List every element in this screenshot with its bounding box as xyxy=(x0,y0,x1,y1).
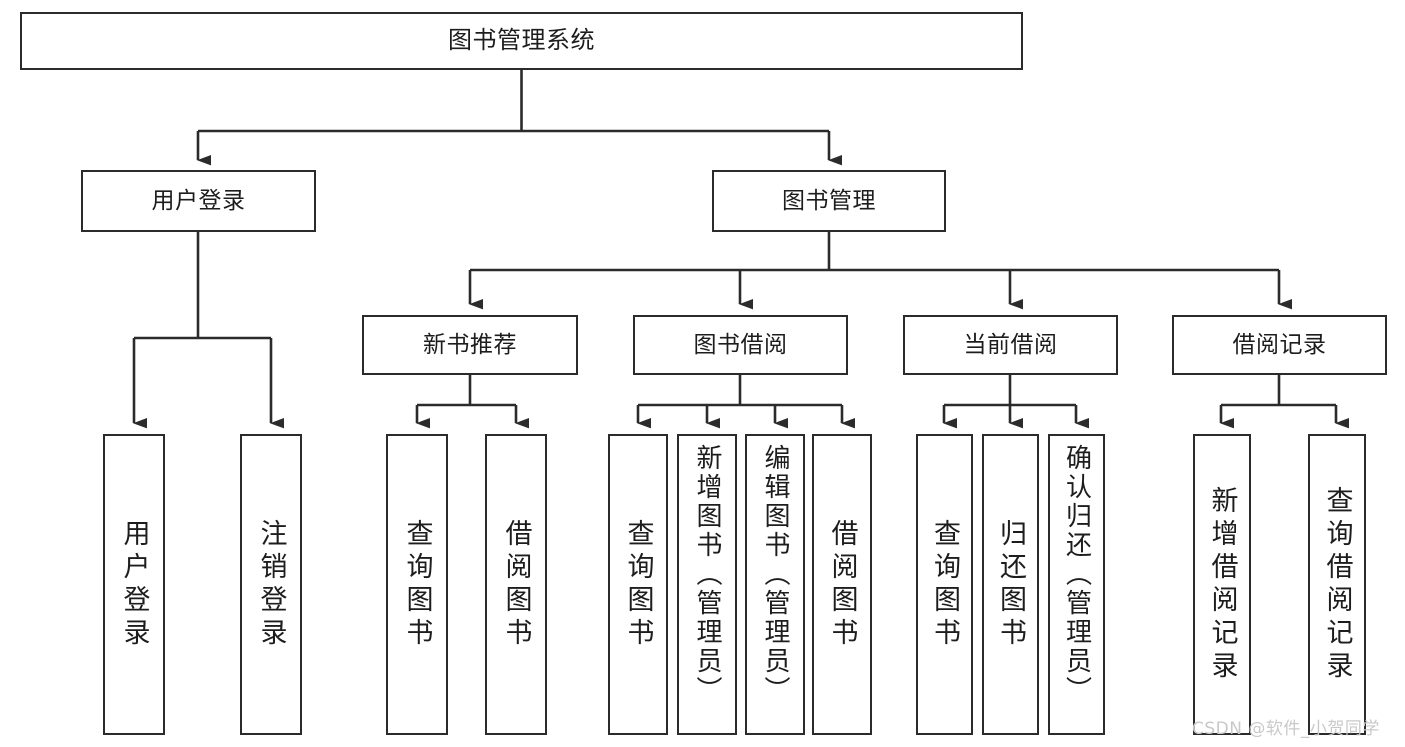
leaf-add-book-admin[interactable]: 新增图书（管理员） xyxy=(677,434,737,735)
leaf-borrow-book[interactable]: 借阅图书 xyxy=(812,434,872,735)
node-label: 新增图书（管理员） xyxy=(692,444,722,705)
node-label: 借阅图书 xyxy=(826,518,858,651)
leaf-add-borrow-record[interactable]: 新增借阅记录 xyxy=(1193,434,1251,735)
node-label: 图书管理 xyxy=(782,187,876,214)
node-label: 查询图书 xyxy=(401,518,433,651)
node-label: 归还图书 xyxy=(995,518,1026,651)
node-book-borrow[interactable]: 图书借阅 xyxy=(633,315,848,375)
node-label: 查询借阅记录 xyxy=(1321,485,1353,684)
node-label: 编辑图书（管理员） xyxy=(760,444,790,705)
leaf-edit-book-admin[interactable]: 编辑图书（管理员） xyxy=(745,434,805,735)
node-borrow-record[interactable]: 借阅记录 xyxy=(1172,315,1387,375)
node-label: 当前借阅 xyxy=(963,331,1058,358)
leaf-query-book-recommend[interactable]: 查询图书 xyxy=(386,434,448,735)
node-current-borrow[interactable]: 当前借阅 xyxy=(903,315,1118,375)
leaf-return-book[interactable]: 归还图书 xyxy=(982,434,1039,735)
node-new-book-recommend[interactable]: 新书推荐 xyxy=(362,315,578,375)
node-label: 图书借阅 xyxy=(693,331,788,358)
leaf-query-book-borrow[interactable]: 查询图书 xyxy=(608,434,668,735)
leaf-user-login[interactable]: 用户登录 xyxy=(103,434,165,735)
node-label: 用户登录 xyxy=(151,187,246,214)
node-label: 新增借阅记录 xyxy=(1206,485,1238,684)
leaf-borrow-book-recommend[interactable]: 借阅图书 xyxy=(485,434,547,735)
node-book-management[interactable]: 图书管理 xyxy=(712,170,946,232)
node-label: 用户登录 xyxy=(118,518,150,651)
node-label: 新书推荐 xyxy=(423,331,517,358)
leaf-confirm-return-admin[interactable]: 确认归还（管理员） xyxy=(1048,434,1105,735)
node-label: 注销登录 xyxy=(255,518,287,651)
node-label: 图书管理系统 xyxy=(448,26,595,55)
node-label: 查询图书 xyxy=(622,518,654,651)
node-label: 借阅记录 xyxy=(1232,331,1327,358)
node-label: 确认归还（管理员） xyxy=(1061,444,1092,705)
csdn-watermark: CSDN @软件_小贺同学 xyxy=(1192,719,1380,739)
node-label: 借阅图书 xyxy=(500,518,532,651)
leaf-logout[interactable]: 注销登录 xyxy=(240,434,302,735)
node-user-login[interactable]: 用户登录 xyxy=(81,170,316,232)
node-label: 查询图书 xyxy=(929,518,960,651)
leaf-query-borrow-record[interactable]: 查询借阅记录 xyxy=(1308,434,1366,735)
leaf-query-book-current[interactable]: 查询图书 xyxy=(916,434,973,735)
node-book-management-system[interactable]: 图书管理系统 xyxy=(20,12,1023,70)
